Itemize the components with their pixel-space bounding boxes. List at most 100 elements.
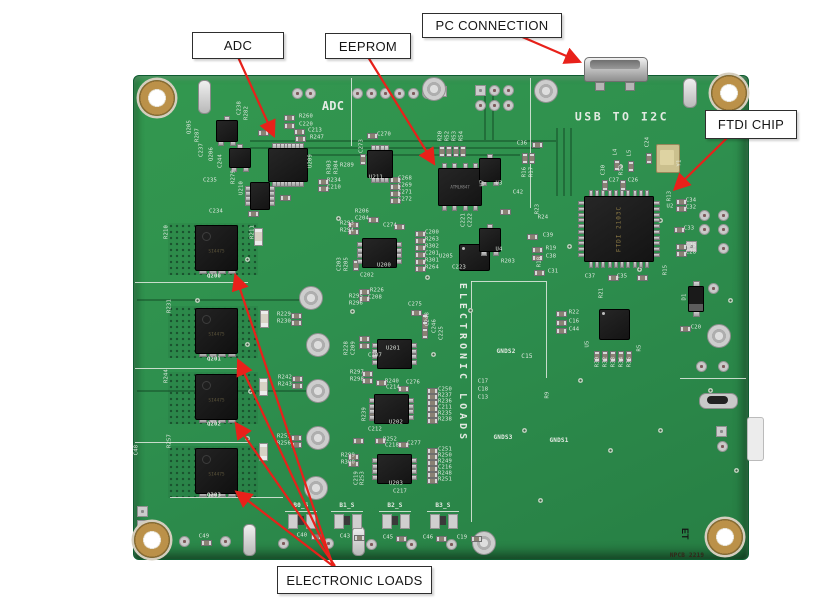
silkscreen-electronic-loads: ELECTRONIC LOADS xyxy=(457,282,468,444)
passive-component xyxy=(529,152,535,164)
silkscreen-r34: R34 xyxy=(618,356,625,368)
passive-component xyxy=(200,540,212,546)
silkscreen-r282: R282 xyxy=(243,105,250,121)
chip-U200 xyxy=(362,238,397,268)
load-fet-Q200: SI4475 xyxy=(195,225,238,271)
via xyxy=(244,341,250,347)
mounting-hole xyxy=(139,80,175,116)
silkscreen-u211: U211 xyxy=(368,174,384,181)
via xyxy=(733,467,739,473)
passive-component xyxy=(389,177,401,183)
pad-square xyxy=(136,505,148,517)
chip-U210 xyxy=(250,182,270,210)
pad xyxy=(716,440,728,452)
chip-Q206-part xyxy=(229,148,251,168)
passive-component xyxy=(426,454,438,460)
chip-pin1-dot xyxy=(602,312,605,315)
passive-component xyxy=(389,198,401,204)
silkscreen-c20: C20 xyxy=(690,324,702,331)
passive-component xyxy=(531,255,543,261)
mounting-hole xyxy=(707,519,743,555)
plated-slot xyxy=(243,524,256,556)
silkscreen-c204: C204 xyxy=(354,215,370,222)
pad-square xyxy=(474,84,486,96)
passive-component xyxy=(389,191,401,197)
passive-component xyxy=(279,195,291,201)
passive-component xyxy=(679,326,691,332)
passive-component xyxy=(353,535,365,541)
silkscreen-r210: R210 xyxy=(163,224,170,240)
via xyxy=(521,427,527,433)
silkscreen-r9: R9 xyxy=(544,391,551,399)
silkscreen-c214: C214 xyxy=(385,384,401,391)
jumper-pad xyxy=(288,514,298,529)
silkscreen-c275: C275 xyxy=(407,301,423,308)
silkscreen-c48: C48 xyxy=(133,444,140,456)
via xyxy=(537,497,543,503)
pad xyxy=(277,537,289,549)
jumper-pad xyxy=(448,514,458,529)
silkscreen-c32: C32 xyxy=(685,204,697,211)
silkscreen-c220: C220 xyxy=(298,121,314,128)
via xyxy=(430,351,436,357)
oval-component-core xyxy=(707,396,728,404)
silkscreen-c202: C202 xyxy=(359,272,375,279)
silkscreen-r300: R300 xyxy=(340,459,356,466)
passive-component xyxy=(347,222,359,228)
silkscreen-r211: R211 xyxy=(249,224,256,240)
passive-component xyxy=(360,153,366,165)
pad xyxy=(502,84,514,96)
silkscreen-line xyxy=(135,282,248,284)
power-resistor xyxy=(259,310,269,328)
plated-slot xyxy=(352,526,365,556)
silkscreen-c15: C15 xyxy=(521,353,533,360)
chip-D1-part xyxy=(688,286,704,312)
silkscreen-c248: C248 xyxy=(424,311,431,327)
silkscreen-r237: R237 xyxy=(437,392,453,399)
via xyxy=(617,163,623,169)
silkscreen-q200: Q200 xyxy=(206,273,222,280)
passive-component xyxy=(414,259,426,265)
trace xyxy=(137,299,308,301)
chip-U202 xyxy=(374,394,409,424)
passive-component xyxy=(247,211,259,217)
silkscreen-r52: R52 xyxy=(444,130,451,142)
passive-component xyxy=(673,227,685,233)
via xyxy=(335,215,341,221)
via xyxy=(657,217,663,223)
silkscreen-c16: C16 xyxy=(568,318,580,325)
silkscreen-r32: R32 xyxy=(602,356,609,368)
silkscreen-c250: C250 xyxy=(437,386,453,393)
silkscreen-b1-s: B1_S xyxy=(339,502,355,509)
silkscreen-l5: L5 xyxy=(626,149,633,157)
passive-component xyxy=(426,406,438,412)
silkscreen-d1: D1 xyxy=(681,293,688,301)
trace xyxy=(563,128,565,196)
silkscreen-line xyxy=(427,511,459,513)
silkscreen-c18: C18 xyxy=(477,386,489,393)
passive-component xyxy=(389,184,401,190)
silkscreen-r256: R256 xyxy=(276,440,292,447)
passive-component xyxy=(374,438,386,444)
via xyxy=(424,274,430,280)
passive-component xyxy=(294,136,306,142)
silkscreen-c13: C13 xyxy=(477,394,489,401)
via xyxy=(727,297,733,303)
passive-component xyxy=(470,536,482,542)
pad xyxy=(695,360,707,372)
silkscreen-r242: R242 xyxy=(277,374,293,381)
silkscreen-r16: R16 xyxy=(521,166,528,178)
passive-component xyxy=(414,245,426,251)
silkscreen-r13: R13 xyxy=(666,190,673,202)
test-pad xyxy=(304,476,328,500)
passive-component xyxy=(531,142,543,148)
passive-component xyxy=(426,478,438,484)
usb-mount-pad xyxy=(625,82,635,91)
silkscreen-r252: R252 xyxy=(382,436,398,443)
passive-component xyxy=(675,244,687,250)
load-marking: SI4475 xyxy=(208,398,225,404)
silkscreen-r5: R5 xyxy=(636,344,643,352)
trace xyxy=(484,92,486,140)
mounting-hole xyxy=(711,75,747,111)
